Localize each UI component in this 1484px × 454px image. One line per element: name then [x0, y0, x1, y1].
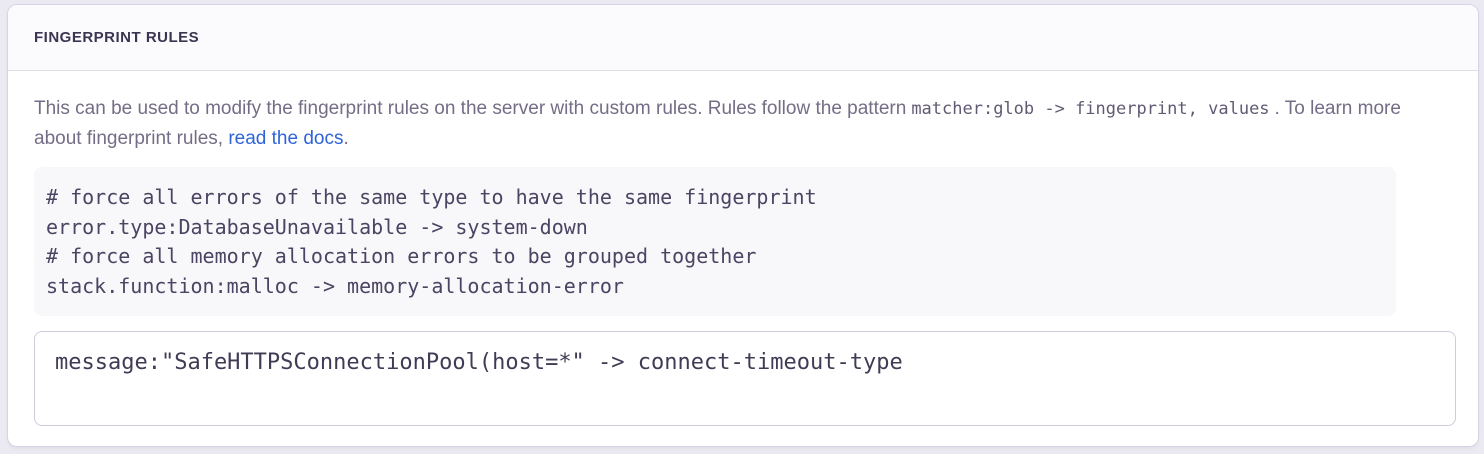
description-text-after-pattern: . To learn more about fingerprint rules,: [34, 98, 1401, 149]
fingerprint-rules-input[interactable]: message:"SafeHTTPSConnectionPool(host=*"…: [34, 331, 1456, 426]
description-text-before-pattern: This can be used to modify the fingerpri…: [34, 98, 907, 119]
panel-header: FINGERPRINT RULES: [8, 5, 1478, 71]
inline-code-pattern: matcher:glob -> fingerprint, values: [911, 99, 1270, 119]
example-code-line: # force all memory allocation errors to …: [46, 244, 757, 268]
fingerprint-rules-panel: FINGERPRINT RULES This can be used to mo…: [7, 4, 1479, 447]
fingerprint-rules-example: # force all errors of the same type to h…: [34, 167, 1396, 316]
example-code-line: stack.function:malloc -> memory-allocati…: [46, 273, 624, 298]
description: This can be used to modify the fingerpri…: [34, 94, 1412, 154]
example-code-line: error.type:DatabaseUnavailable -> system…: [46, 214, 588, 239]
panel-title: FINGERPRINT RULES: [34, 29, 200, 46]
panel-body: This can be used to modify the fingerpri…: [8, 71, 1478, 446]
description-text-after-link: .: [343, 128, 349, 149]
read-the-docs-link[interactable]: read the docs: [228, 128, 344, 149]
example-code-line: # force all errors of the same type to h…: [46, 185, 817, 209]
